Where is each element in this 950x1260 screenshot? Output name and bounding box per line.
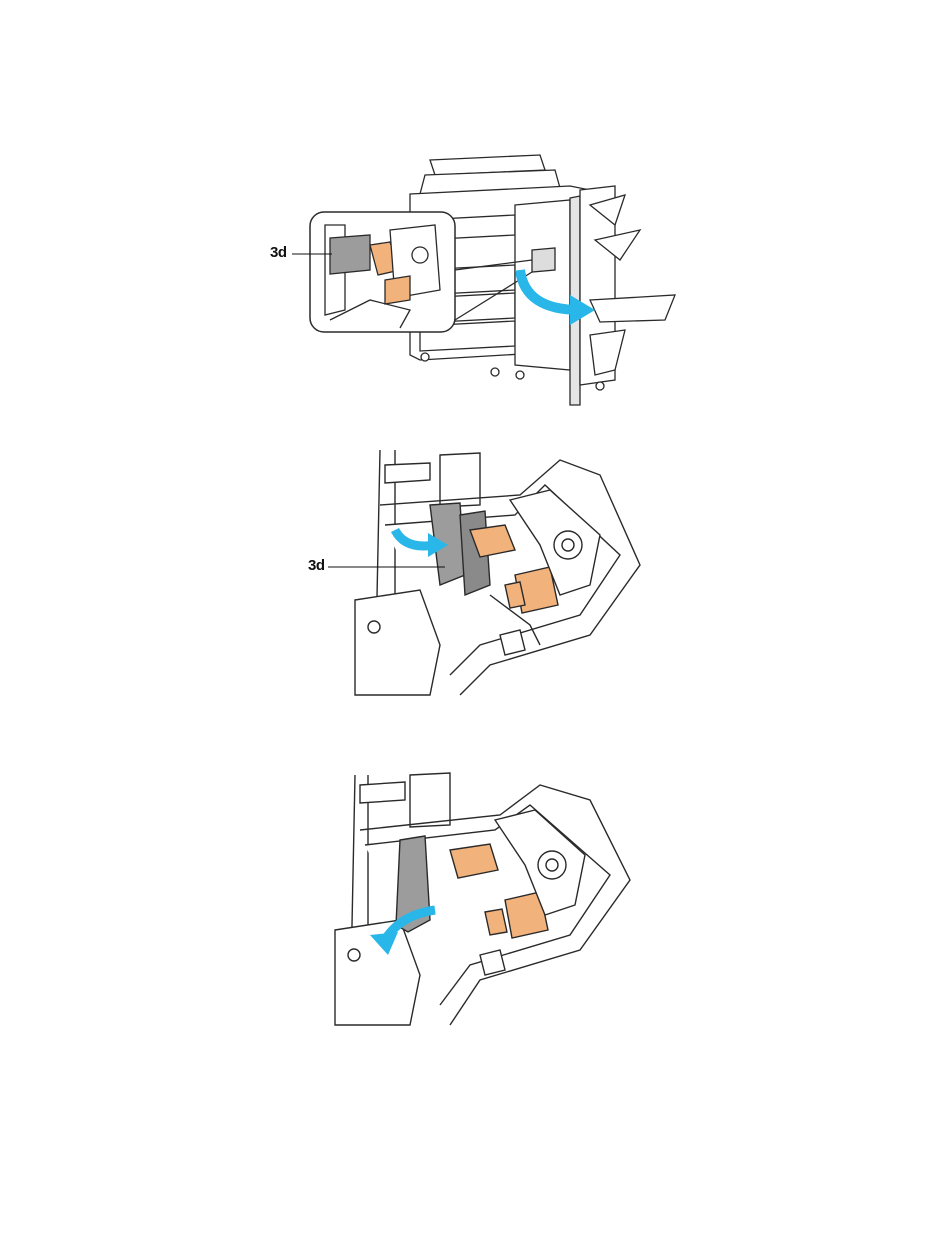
- printer-finisher-illustration: [270, 150, 690, 410]
- staple-cartridge-illustration: [330, 770, 650, 1030]
- figure-staple-cartridge-release: 3d: [300, 445, 645, 700]
- callout-label: 3d: [270, 244, 287, 261]
- staple-cartridge-illustration: [300, 445, 645, 700]
- figure-staple-cartridge-removal: [330, 770, 650, 1030]
- callout-label: 3d: [308, 557, 325, 574]
- figure-printer-overview: 3d: [270, 150, 690, 410]
